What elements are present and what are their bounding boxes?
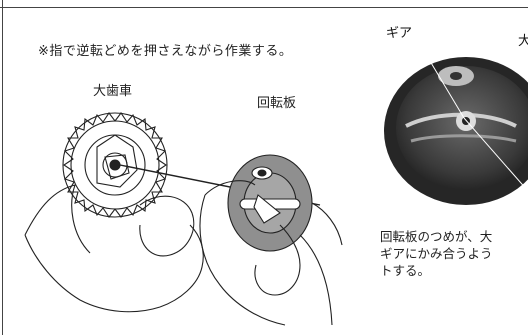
photo-caption: 回転板のつめが、大 ギアにかみ合うよう トする。 (380, 229, 493, 278)
left-divider (2, 0, 3, 335)
assembly-illustration (24, 112, 343, 326)
instruction-text: ※指で逆転どめを押さえながら作業する。 (38, 44, 293, 59)
big-gear-label: 大歯車 (93, 84, 133, 99)
rotary-plate (227, 154, 313, 252)
right-hand (199, 180, 343, 326)
left-thumb (139, 195, 195, 257)
left-hand (24, 184, 161, 313)
top-divider (0, 7, 528, 8)
photo-gear-label: ギア (386, 26, 413, 41)
gear-photo (376, 16, 528, 211)
rotary-plate-label: 回転板 (257, 96, 297, 111)
photo-cut-label: 大 (518, 34, 528, 49)
big-gear (62, 112, 168, 218)
